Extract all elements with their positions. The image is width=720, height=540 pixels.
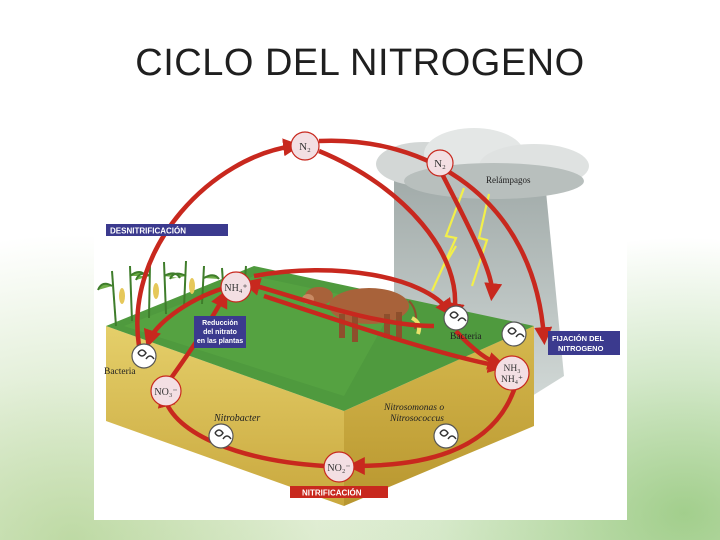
bacteria-icons [131, 305, 527, 449]
arrow-nh4-to-bacteria-right [253, 267, 454, 317]
bacteria-icon [433, 423, 459, 449]
svg-text:NH₄⁺: NH₄⁺ [501, 375, 523, 385]
arrow-nh3-to-no2 [346, 383, 519, 475]
svg-text:NO₃⁻: NO₃⁻ [154, 387, 177, 398]
arrow-bacteria-to-nh3 [454, 329, 506, 370]
label-nitrosomonas-1: Nitrosomonas o [383, 403, 444, 413]
node-no2: NO₂⁻ [323, 451, 355, 483]
svg-text:NH₃: NH₃ [503, 364, 520, 374]
svg-text:del nitrato: del nitrato [203, 329, 237, 336]
label-nitrosomonas-2: Nitrosococcus [389, 414, 444, 424]
node-nh4-plant: NH₄⁺ [220, 271, 252, 303]
banner-fijacion-del-nitrogeno: FIJACIÓN DEL NITROGENO [548, 331, 620, 355]
arrow-n2cloud-to-nh3 [436, 166, 503, 302]
svg-text:NO₂⁻: NO₂⁻ [327, 463, 350, 474]
arrow-bacteria-left-to-n2 [135, 138, 302, 347]
nitrogen-cycle-diagram: N₂ N₂ NH₄⁺ NO₃⁻ NH₃ NH₄⁺ NO₂⁻ Relámpagos… [97, 128, 620, 506]
bacteria-icon [208, 423, 234, 449]
label-bacteria-right: Bacteria [450, 332, 482, 342]
banner-nitrificacion: NITRIFICACIÓN [290, 486, 388, 498]
arrow-bacteria-right-to-nh4 [242, 278, 435, 329]
slide-title: CICLO DEL NITROGENO [135, 42, 585, 84]
label-bacteria-left: Bacteria [104, 367, 136, 377]
svg-text:NITROGENO: NITROGENO [558, 344, 604, 353]
node-nh3-nh4: NH₃ NH₄⁺ [494, 355, 530, 391]
arrow-nh3-from-plants [263, 293, 507, 373]
node-n2-cloud: N₂ [426, 149, 454, 177]
svg-text:en las plantas: en las plantas [197, 338, 243, 345]
banner-desnitrificacion: DESNITRIFICACIÓN [106, 224, 228, 236]
node-no3: NO₃⁻ [150, 375, 182, 407]
svg-text:NITRIFICACIÓN: NITRIFICACIÓN [302, 489, 362, 498]
bacteria-icon [131, 343, 157, 369]
svg-text:N₂: N₂ [299, 141, 311, 153]
label-nitrobacter: Nitrobacter [213, 413, 260, 424]
node-n2-top: N₂ [290, 131, 320, 161]
bacteria-icon [501, 321, 527, 347]
svg-text:FIJACIÓN DEL: FIJACIÓN DEL [552, 334, 605, 343]
svg-text:NH₄⁺: NH₄⁺ [224, 283, 247, 294]
bacteria-icon [443, 305, 469, 331]
soil-right-face [344, 326, 534, 506]
banner-reduccion-del-nitrato: Reducción del nitrato en las plantas [194, 316, 246, 348]
svg-text:Reducción: Reducción [202, 320, 238, 327]
arrow-n2-to-bacteria-right [318, 148, 465, 322]
svg-text:DESNITRIFICACIÓN: DESNITRIFICACIÓN [110, 227, 186, 236]
label-relampagos: Relámpagos [486, 175, 531, 185]
svg-text:N₂: N₂ [434, 158, 446, 170]
nitrogen-cycle-figure: N₂ N₂ NH₄⁺ NO₃⁻ NH₃ NH₄⁺ NO₂⁻ Relámpagos… [94, 126, 627, 520]
arrow-n2-to-fijacion [318, 138, 553, 346]
cycle-arrows [135, 138, 553, 475]
